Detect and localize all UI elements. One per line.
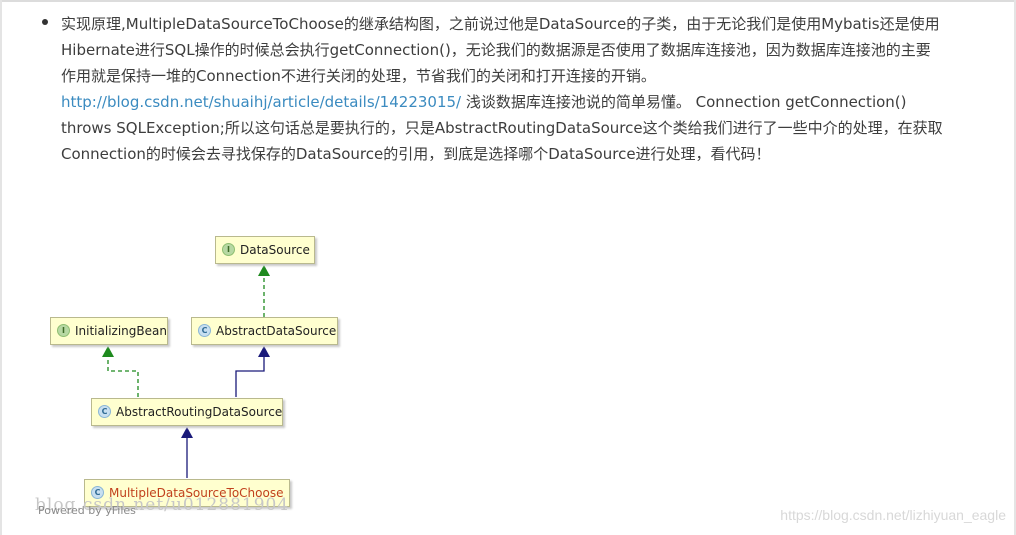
paragraph-line-4-text: 浅谈数据库连接池说的简单易懂。 Connection getConnection… — [465, 93, 907, 111]
node-label: DataSource — [240, 243, 310, 257]
list-bullet — [42, 19, 48, 25]
powered-by-label: Powered by yFiles — [38, 504, 136, 517]
class-icon: C — [91, 486, 104, 499]
edge-routing-abstractdatasource — [235, 357, 265, 397]
interface-icon: I — [222, 243, 235, 256]
node-label: AbstractDataSource — [216, 324, 337, 338]
left-border — [0, 0, 2, 535]
right-border — [1014, 0, 1016, 535]
node-abstractdatasource: C AbstractDataSource — [191, 317, 338, 345]
paragraph-line-4: http://blog.csdn.net/shuaihj/article/det… — [61, 89, 996, 115]
node-label: InitializingBean — [75, 324, 167, 338]
arrowhead-routing — [181, 427, 193, 438]
reference-link[interactable]: http://blog.csdn.net/shuaihj/article/det… — [61, 93, 462, 111]
node-label: AbstractRoutingDataSource — [116, 405, 283, 419]
corner-watermark: https://blog.csdn.net/lizhiyuan_eagle — [780, 507, 1006, 523]
paragraph-line-2: Hibernate进行SQL操作的时候总会执行getConnection()，无… — [61, 41, 931, 59]
node-abstractroutingdatasource: C AbstractRoutingDataSource — [91, 398, 283, 426]
arrowhead-abstractdatasource — [258, 346, 270, 357]
top-border — [0, 0, 1016, 2]
node-multipledatasourcetochoose: C MultipleDataSourceToChoose — [84, 479, 290, 507]
class-icon: C — [98, 405, 111, 418]
paragraph-line-5: throws SQLException;所以这句话总是要执行的，只是Abstra… — [61, 119, 943, 137]
node-label: MultipleDataSourceToChoose — [109, 486, 284, 500]
center-watermark: blog.csdn.net/u012881904 — [35, 495, 290, 515]
paragraph-line-3: 作用就是保持一堆的Connection不进行关闭的处理，节省我们的关闭和打开连接… — [61, 67, 656, 85]
class-icon: C — [198, 324, 211, 337]
interface-icon: I — [57, 324, 70, 337]
arrowhead-initializingbean — [102, 346, 114, 357]
node-initializingbean: I InitializingBean — [50, 317, 168, 345]
node-datasource: I DataSource — [215, 236, 315, 264]
paragraph-line-1: 实现原理,MultipleDataSourceToChoose的继承结构图，之前… — [61, 15, 940, 33]
article-paragraph: 实现原理,MultipleDataSourceToChoose的继承结构图，之前… — [61, 11, 996, 167]
arrowhead-datasource — [258, 265, 270, 276]
edge-routing-initializingbean — [107, 357, 139, 397]
paragraph-line-6: Connection的时候会去寻找保存的DataSource的引用，到底是选择哪… — [61, 145, 771, 163]
